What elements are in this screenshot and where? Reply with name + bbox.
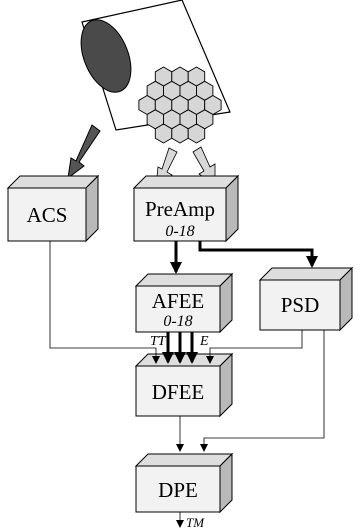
detector-hexagon-array [138, 66, 222, 144]
signal-tm-label: TM [186, 515, 205, 529]
connections [49, 241, 325, 528]
psd-to-dpe-line [200, 330, 325, 452]
detector-hexagon [171, 123, 189, 144]
dark-arrow-to-acs [67, 124, 101, 180]
signal-e-label: E [199, 334, 209, 349]
afee-label: AFEE [152, 289, 205, 313]
acs-block: ACS [6, 174, 100, 243]
afee-sublabel: 0-18 [163, 313, 192, 330]
psd-to-dfee-line [206, 330, 303, 364]
psd-block: PSD [258, 266, 354, 332]
acs-to-dfee-line [49, 241, 160, 364]
dfee-block: DFEE [134, 352, 234, 418]
dpe-block: DPE [134, 452, 234, 514]
psd-label: PSD [281, 293, 320, 317]
acs-label: ACS [27, 203, 68, 227]
detector-hexagon [154, 123, 173, 144]
afee-block: AFEE 0-18 [134, 272, 234, 334]
preamp-label: PreAmp [145, 197, 215, 221]
preamp-block: PreAmp 0-18 [132, 174, 240, 243]
preamp-sublabel: 0-18 [165, 223, 194, 240]
detector-hexagon [187, 123, 206, 144]
dpe-label: DPE [158, 478, 198, 502]
preamp-to-psd-arrow [198, 241, 318, 268]
dfee-label: DFEE [152, 380, 205, 404]
signal-tt-label: TT [150, 334, 167, 349]
